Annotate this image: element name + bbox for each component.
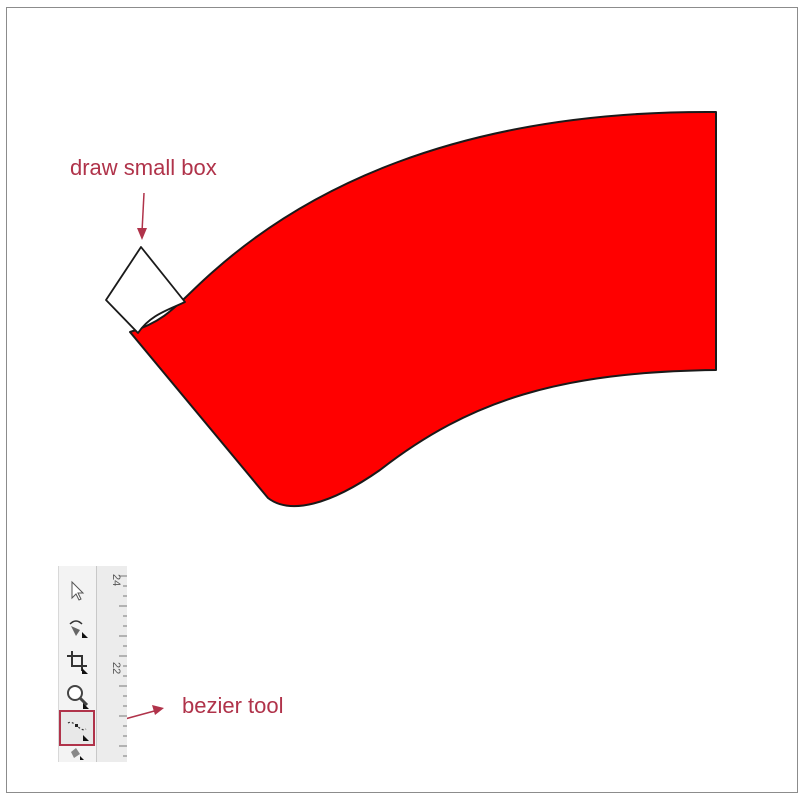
red-band-shape[interactable] xyxy=(130,112,716,506)
bezier-tool-annotation: bezier tool xyxy=(182,693,284,719)
box-arrow-line xyxy=(142,193,144,232)
crop-icon[interactable] xyxy=(62,646,92,676)
bezier-icon[interactable] xyxy=(62,713,92,743)
shape-icon[interactable] xyxy=(62,612,92,642)
ruler-label-mid: 22 xyxy=(110,662,122,674)
ruler-label-top: 24 xyxy=(110,574,122,586)
smart-fill-icon[interactable] xyxy=(62,746,92,762)
box-arrow-head xyxy=(137,228,147,240)
arrow-icon[interactable] xyxy=(62,576,92,606)
magnifier-icon[interactable] xyxy=(62,680,92,710)
draw-small-box-annotation: draw small box xyxy=(70,155,217,181)
tool-arrow-head xyxy=(152,705,164,715)
